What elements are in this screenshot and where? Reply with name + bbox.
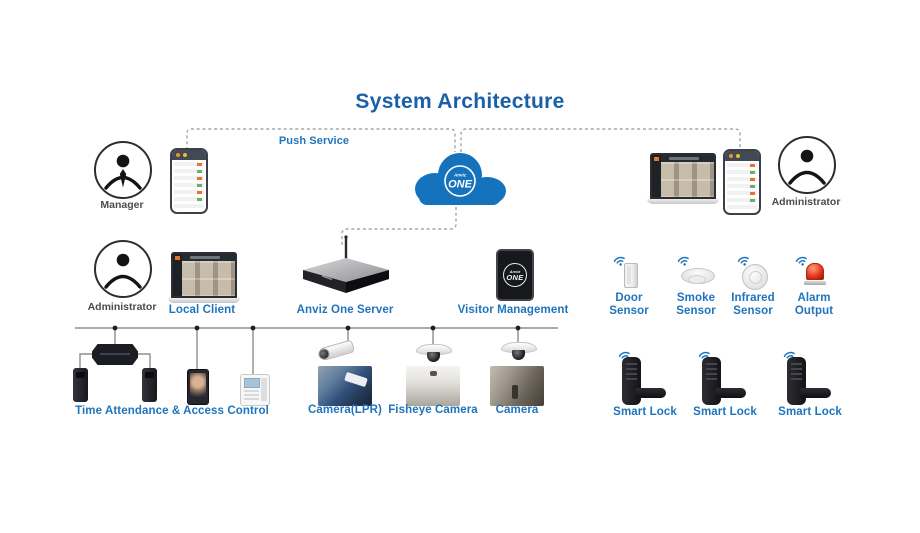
smoke-sensor-label: Smoke Sensor (676, 292, 716, 317)
alarm-output-label: Alarm Output (794, 292, 834, 317)
smart-lock-icon (787, 357, 833, 407)
administrator-mid-label: Administrator (87, 301, 157, 313)
person-glyph (788, 149, 826, 185)
laptop-base (168, 298, 240, 303)
laptop-screen (171, 252, 237, 298)
card-reader-icon (142, 368, 157, 402)
dome-camera-lens (511, 350, 525, 360)
wifi-icon (734, 252, 752, 269)
smart-lock-label: Smart Lock (693, 406, 757, 418)
laptop-app-sidebar (173, 254, 182, 296)
keypad-side-panel (261, 378, 267, 401)
server-left-face (303, 270, 346, 293)
face-terminal-icon (187, 369, 209, 405)
one-logo-brand: Anviz (453, 173, 467, 178)
alarm-output-icon (804, 263, 826, 285)
infrared-sensor-label: Infrared Sensor (731, 292, 775, 317)
camera-lpr-label: Camera(LPR) (308, 404, 382, 416)
server-label: Anviz One Server (296, 304, 394, 316)
laptop-app-toolbar (182, 254, 235, 261)
access-control-label: Time Attendance & Access Control (75, 405, 269, 417)
push-service-label: Push Service (278, 135, 350, 147)
dashed-cloud-links (186, 128, 741, 246)
alarm-beacon-dome (806, 263, 824, 280)
smart-lock-icon (622, 357, 668, 407)
local-client-label: Local Client (168, 304, 236, 316)
camera-snapshot-image (490, 366, 544, 406)
wifi-icon (792, 252, 810, 269)
alarm-beacon-base (804, 281, 826, 285)
laptop-app-toolbar (661, 155, 714, 162)
visitor-management-label: Visitor Management (457, 304, 569, 316)
phone-app-list (174, 162, 204, 210)
laptop-app-sidebar (652, 155, 661, 197)
access-keypad-icon (240, 374, 270, 406)
one-logo-brand: Anviz (509, 268, 521, 274)
server-right-face (346, 270, 389, 293)
person-with-tie-glyph (104, 154, 142, 190)
dome-camera-icon (501, 342, 537, 361)
cloud-icon: Anviz ONE (415, 153, 506, 205)
wired-bus-lines (75, 327, 558, 376)
smart-lock-handle (635, 388, 666, 398)
smart-lock-handle (715, 388, 746, 398)
visitor-tablet-icon: Anviz ONE (496, 249, 534, 301)
one-logo-ring (444, 165, 476, 197)
administrator-top-icon (778, 136, 836, 194)
smoke-sensor-vent (688, 275, 706, 284)
one-logo-name: ONE (506, 272, 524, 282)
administrator-top-label: Administrator (771, 196, 841, 208)
laptop-app-thumbnails (182, 261, 235, 296)
manager-label: Manager (100, 199, 144, 211)
smart-lock-label: Smart Lock (613, 406, 677, 418)
bullet-camera-icon (314, 338, 358, 362)
bullet-camera-body (317, 339, 356, 362)
phone-app-header (725, 151, 759, 161)
smart-lock-handle (800, 388, 831, 398)
local-client-laptop-icon (168, 252, 240, 303)
door-sensor-label: Door Sensor (609, 292, 649, 317)
dome-camera-icon (416, 344, 452, 363)
card-reader-icon (73, 368, 88, 402)
administrator-mid-icon (94, 240, 152, 298)
door-sensor-icon (624, 263, 638, 288)
fisheye-snapshot-image (406, 366, 460, 406)
manager-phone-icon (170, 148, 208, 214)
smoke-sensor-icon (681, 268, 715, 286)
wifi-icon (674, 252, 692, 269)
laptop-app-thumbnails (661, 162, 714, 197)
bus-junction-dots (112, 325, 521, 331)
infrared-sensor-icon (742, 264, 768, 290)
server-icon (303, 235, 389, 293)
lpr-snapshot-image (318, 366, 372, 406)
laptop-base (647, 199, 719, 204)
dome-camera-lens (426, 352, 440, 362)
camera-label: Camera (495, 404, 539, 416)
person-glyph (104, 253, 142, 289)
smart-lock-icon (702, 357, 748, 407)
manager-icon (94, 141, 152, 199)
admin-laptop-icon (647, 153, 719, 204)
smart-lock-label: Smart Lock (778, 406, 842, 418)
phone-app-list (727, 163, 757, 211)
one-logo-name: ONE (448, 179, 473, 191)
laptop-screen (650, 153, 716, 199)
page-title: System Architecture (355, 90, 565, 113)
access-controller-icon (92, 344, 138, 365)
one-logo-badge: Anviz ONE (503, 263, 527, 287)
wifi-icon (610, 252, 628, 269)
phone-app-header (172, 150, 206, 160)
fisheye-camera-label: Fisheye Camera (388, 404, 478, 416)
admin-phone-icon (723, 149, 761, 215)
